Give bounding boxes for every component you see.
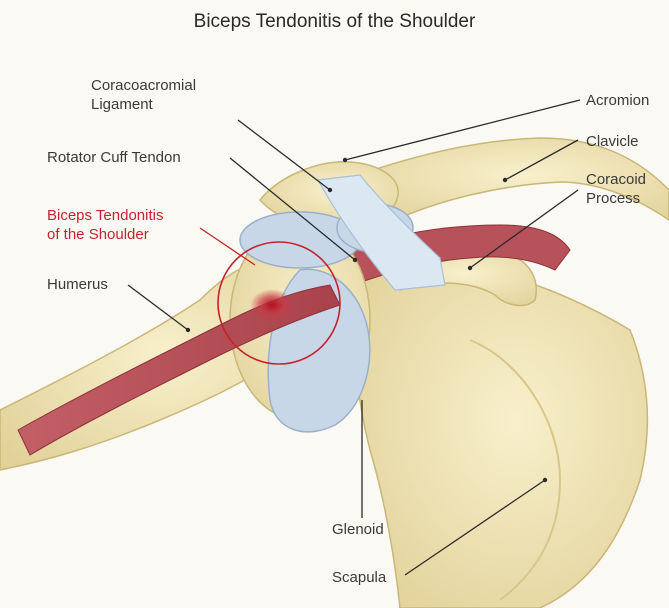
leader-dots bbox=[185, 157, 548, 483]
label-biceps-tendonitis: Biceps Tendonitis of the Shoulder bbox=[47, 207, 164, 243]
leader-lines bbox=[127, 99, 581, 576]
label-coracoid-process: Coracoid Process bbox=[586, 171, 647, 207]
scapula-spine-shade bbox=[469, 339, 562, 601]
label-rotator-cuff-tendon: Rotator Cuff Tendon bbox=[47, 149, 181, 166]
diagram-title: Biceps Tendonitis of the Shoulder bbox=[193, 11, 476, 32]
leader-coracoacromial bbox=[237, 119, 331, 191]
leader-rotator-cuff bbox=[229, 157, 356, 261]
leader-clavicle bbox=[504, 139, 579, 181]
label-humerus: Humerus bbox=[47, 276, 108, 293]
leader-acromion bbox=[344, 99, 581, 161]
leader-humerus bbox=[127, 284, 189, 331]
inflammation-spot bbox=[250, 289, 294, 321]
label-scapula: Scapula bbox=[332, 569, 387, 586]
scapula-bone bbox=[355, 264, 649, 608]
leader-coracoid bbox=[469, 189, 579, 269]
label-clavicle: Clavicle bbox=[586, 133, 639, 150]
leader-biceps bbox=[199, 227, 256, 266]
tendonitis-highlight-circle bbox=[217, 241, 341, 365]
leader-scapula bbox=[404, 479, 546, 576]
clavicle-bone bbox=[348, 137, 669, 221]
coracoacromial-ligament bbox=[317, 174, 446, 291]
label-coracoacromial-ligament: Coracoacromial Ligament bbox=[91, 77, 197, 113]
label-glenoid: Glenoid bbox=[332, 521, 384, 538]
label-acromion: Acromion bbox=[586, 92, 650, 109]
